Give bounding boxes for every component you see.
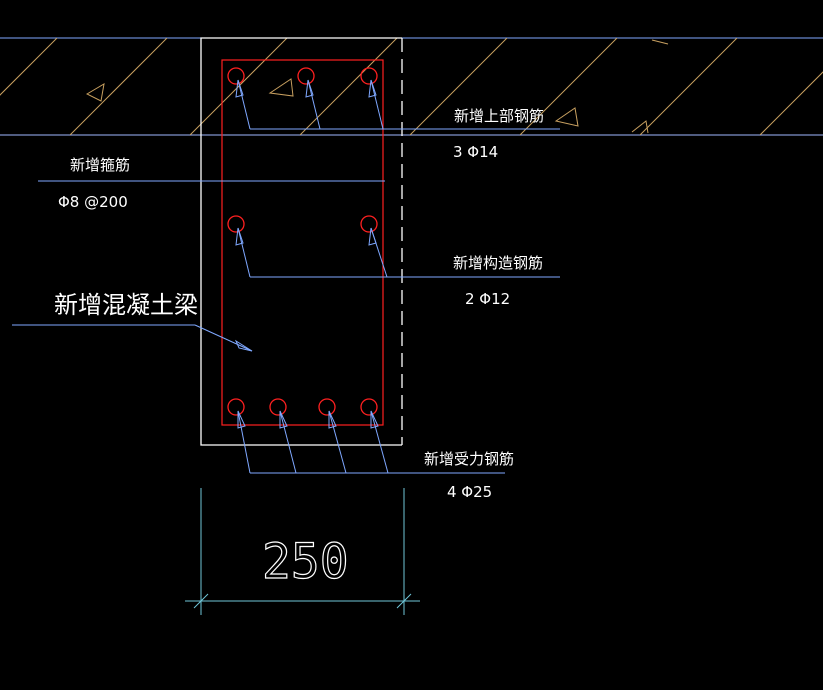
main-rebar bbox=[318, 398, 336, 416]
slab-aggregate-triangles bbox=[85, 39, 669, 134]
main-rebar bbox=[360, 398, 378, 416]
stirrup-name: 新增箍筋 bbox=[70, 156, 130, 174]
dimension-tick-left bbox=[193, 593, 209, 609]
beam-name: 新增混凝土梁 bbox=[54, 291, 198, 319]
stirrup bbox=[221, 59, 384, 426]
beam-outline bbox=[200, 37, 403, 446]
rebars bbox=[227, 67, 378, 416]
stirrup-spec: Φ8 @200 bbox=[58, 193, 128, 211]
existing-slab bbox=[0, 37, 823, 136]
top-rebar bbox=[297, 67, 315, 85]
width-dimension-text: 250 bbox=[262, 534, 349, 590]
top-rebar-name: 新增上部钢筋 bbox=[454, 107, 544, 125]
width-dimension bbox=[185, 488, 420, 615]
top-rebar bbox=[227, 67, 245, 85]
main-rebar bbox=[269, 398, 287, 416]
dimension-tick-right bbox=[396, 593, 412, 609]
structural-rebar-name: 新增构造钢筋 bbox=[453, 254, 543, 272]
structural-rebar bbox=[227, 215, 245, 233]
leaders bbox=[12, 79, 560, 474]
slab-hatch bbox=[0, 38, 823, 135]
main-rebar-spec: 4 Φ25 bbox=[447, 483, 492, 501]
structural-rebar bbox=[360, 215, 378, 233]
main-rebar-name: 新增受力钢筋 bbox=[424, 450, 514, 468]
main-rebar bbox=[227, 398, 245, 416]
structural-rebar-spec: 2 Φ12 bbox=[465, 290, 510, 308]
top-rebar bbox=[360, 67, 378, 85]
top-rebar-spec: 3 Φ14 bbox=[453, 143, 498, 161]
